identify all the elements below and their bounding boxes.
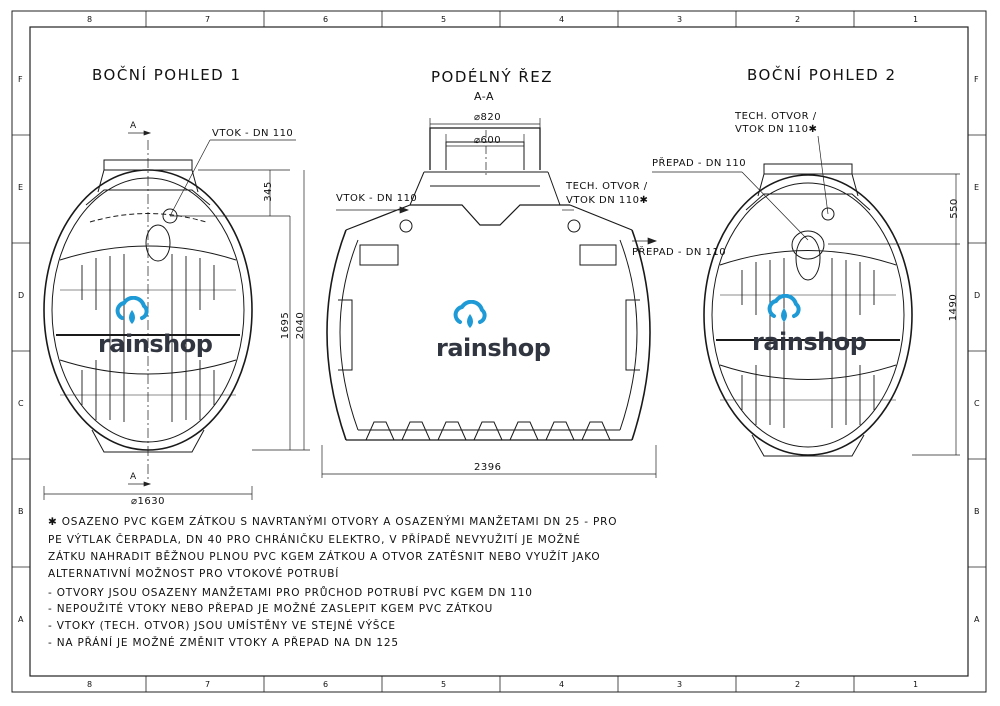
section-view-tank — [326, 127, 651, 441]
dim-2040: 2040 — [295, 311, 307, 340]
side1-inlet-label: VTOK - DN 110 — [212, 128, 294, 139]
brand-logo-center: rainshop — [436, 300, 551, 362]
brand-name: rainshop — [436, 334, 551, 362]
star-note-line: ZÁTKU NAHRADIT BĚŽNOU PLNOU PVC KGEM ZÁT… — [48, 551, 601, 563]
frame-column-label: 5 — [441, 680, 447, 689]
frame-row-label: D — [18, 291, 25, 300]
frame-column-label: 5 — [441, 15, 447, 24]
dim-345: 345 — [262, 181, 274, 202]
frame-row-label: E — [18, 183, 24, 192]
brand-name: rainshop — [752, 328, 867, 356]
frame-column-label: 7 — [205, 15, 211, 24]
section-tech-opening-label: TECH. OTVOR / — [566, 181, 648, 192]
section-view-title: PODÉLNÝ ŘEZ — [431, 68, 554, 86]
star-note-line: PE VÝTLAK ČERPADLA, DN 40 PRO CHRÁNIČKU … — [48, 534, 581, 546]
section-view-dimensions — [321, 118, 657, 478]
dim-2396: 2396 — [474, 462, 502, 473]
dim-d600: ⌀600 — [474, 135, 502, 146]
section-tech-inlet-label: VTOK DN 110✱ — [566, 195, 649, 206]
section-overflow-label: PŘEPAD - DN 110 — [632, 247, 727, 258]
frame-column-label: 2 — [795, 15, 801, 24]
frame-row-label: E — [974, 183, 980, 192]
bullet-note: - NEPOUŽITÉ VTOKY NEBO PŘEPAD JE MOŽNÉ Z… — [48, 603, 494, 615]
frame-row-label: C — [18, 399, 25, 408]
frame-column-label: 6 — [323, 680, 329, 689]
dim-1490: 1490 — [948, 293, 960, 322]
section-view-subtitle: A-A — [474, 90, 495, 103]
frame-column-label: 8 — [87, 680, 93, 689]
drawing-frame — [11, 10, 987, 693]
frame-row-label: F — [974, 75, 980, 84]
brand-logo-left: rainshop — [98, 296, 213, 358]
frame-column-label: 3 — [677, 15, 683, 24]
frame-row-label: C — [974, 399, 981, 408]
dim-550: 550 — [948, 198, 960, 219]
frame-column-label: 7 — [205, 680, 211, 689]
star-note-line: ✱ OSAZENO PVC KGEM ZÁTKOU S NAVRTANÝMI O… — [48, 516, 618, 528]
side-view-1-title: BOČNÍ POHLED 1 — [92, 66, 242, 84]
section-inlet-label: VTOK - DN 110 — [336, 193, 418, 204]
section-marker-bottom: A — [130, 472, 137, 482]
cloud-drop-icon — [453, 300, 487, 328]
frame-column-label: 6 — [323, 15, 329, 24]
side-view-2-title: BOČNÍ POHLED 2 — [747, 66, 897, 84]
frame-column-label: 1 — [913, 15, 919, 24]
frame-column-label: 2 — [795, 680, 801, 689]
brand-name: rainshop — [98, 330, 213, 358]
star-note-line: ALTERNATIVNÍ MOŽNOST PRO VTOKOVÉ POTRUBÍ — [48, 568, 340, 580]
cloud-drop-icon — [767, 294, 801, 322]
side2-tech-opening-label: TECH. OTVOR / — [735, 111, 817, 122]
frame-row-label: D — [974, 291, 981, 300]
dim-1695: 1695 — [280, 311, 292, 340]
side-view-2-dimensions — [652, 135, 960, 456]
brand-logo-right: rainshop — [752, 294, 867, 356]
side-view-1-tank — [43, 140, 253, 480]
frame-column-label: 4 — [559, 680, 565, 689]
side-view-1-dimensions — [43, 130, 310, 500]
bullet-note: - VTOKY (TECH. OTVOR) JSOU UMÍSTĚNY VE S… — [48, 620, 396, 632]
dim-d1630: ⌀1630 — [131, 496, 165, 507]
side-view-2-tank — [703, 163, 913, 457]
frame-row-label: B — [974, 507, 980, 516]
bullet-note: - OTVORY JSOU OSAZENY MANŽETAMI PRO PRŮC… — [48, 587, 533, 599]
side2-tech-inlet-label: VTOK DN 110✱ — [735, 124, 818, 135]
section-marker-top: A — [130, 121, 137, 131]
frame-column-label: 1 — [913, 680, 919, 689]
frame-row-label: A — [18, 615, 24, 624]
frame-row-label: B — [18, 507, 24, 516]
frame-row-label: A — [974, 615, 980, 624]
frame-column-label: 3 — [677, 680, 683, 689]
frame-row-label: F — [18, 75, 24, 84]
frame-column-label: 8 — [87, 15, 93, 24]
side2-overflow-label: PŘEPAD - DN 110 — [652, 158, 747, 169]
bullet-note: - NA PŘÁNÍ JE MOŽNÉ ZMĚNIT VTOKY A PŘEPA… — [48, 637, 399, 649]
frame-column-label: 4 — [559, 15, 565, 24]
cloud-drop-icon — [115, 296, 149, 324]
dim-d820: ⌀820 — [474, 112, 502, 123]
